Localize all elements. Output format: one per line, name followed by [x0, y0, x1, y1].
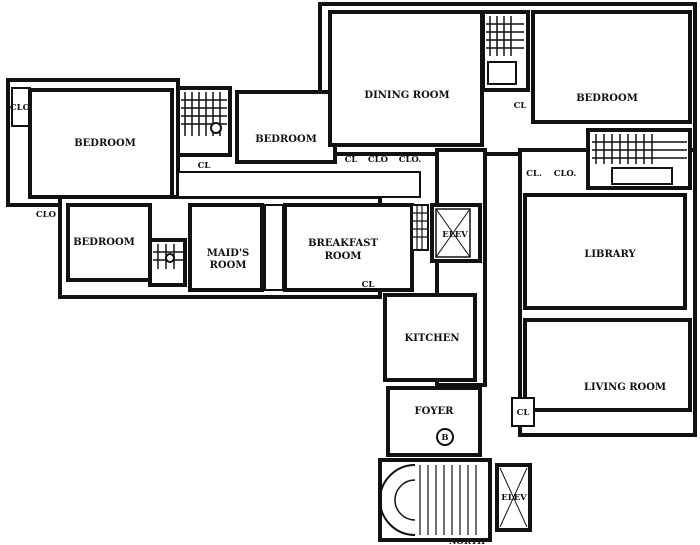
bedroom-nw	[28, 88, 174, 199]
room-label: KITCHEN	[405, 333, 460, 344]
unit-marker-icon	[436, 428, 454, 446]
closet-label: CL	[198, 161, 211, 171]
room-label: BEDROOM	[576, 93, 638, 104]
bedroom-ne	[531, 10, 692, 124]
maids-room	[188, 203, 264, 292]
closet-label: CLO	[368, 155, 389, 165]
elevator-2	[495, 463, 532, 532]
dining-room	[328, 10, 484, 147]
room-label: MAID'S	[207, 248, 249, 259]
staircase	[378, 458, 492, 542]
closet-label: CL.	[526, 169, 542, 179]
room-label: LIVING ROOM	[584, 382, 666, 393]
compass-label: NORTH	[449, 537, 485, 545]
room-label: BEDROOM	[73, 237, 135, 248]
room-label: DINING ROOM	[364, 90, 449, 101]
living-room	[523, 318, 692, 412]
hallway	[177, 171, 421, 198]
room-label: BREAKFAST	[308, 238, 378, 249]
closet-label: CL	[345, 155, 358, 165]
closet-label: CLO.	[399, 155, 422, 165]
closet-label: CL	[362, 280, 375, 290]
room-label: ROOM	[210, 260, 247, 271]
closet	[511, 397, 535, 427]
closet-label: CLO	[36, 210, 57, 220]
closet-label: CL	[517, 408, 530, 418]
pantry	[264, 204, 284, 291]
closet-label: CL	[514, 101, 527, 111]
elevator-label: ELEV	[501, 493, 527, 503]
room-label: LIBRARY	[584, 249, 636, 260]
foyer	[386, 386, 482, 457]
bath-tile-5	[411, 204, 429, 251]
kitchen	[383, 293, 477, 382]
elevator-label: ELEV	[442, 230, 468, 240]
library	[523, 193, 687, 310]
room-label: ROOM	[325, 251, 362, 262]
bath-tile-1	[176, 86, 232, 157]
room-label: BEDROOM	[255, 134, 317, 145]
bath-tile-4	[148, 238, 187, 287]
unit-marker: B	[441, 433, 448, 443]
bath-tile-3	[586, 128, 692, 190]
bedroom-n	[235, 90, 337, 164]
bath-tile-2	[481, 10, 530, 92]
closet-label: CLO.	[554, 169, 577, 179]
closet-label: CLO	[10, 103, 31, 113]
room-label: BEDROOM	[74, 138, 136, 149]
breakfast-room	[283, 203, 414, 292]
elevator-1	[430, 203, 482, 263]
room-label: FOYER	[415, 406, 455, 417]
